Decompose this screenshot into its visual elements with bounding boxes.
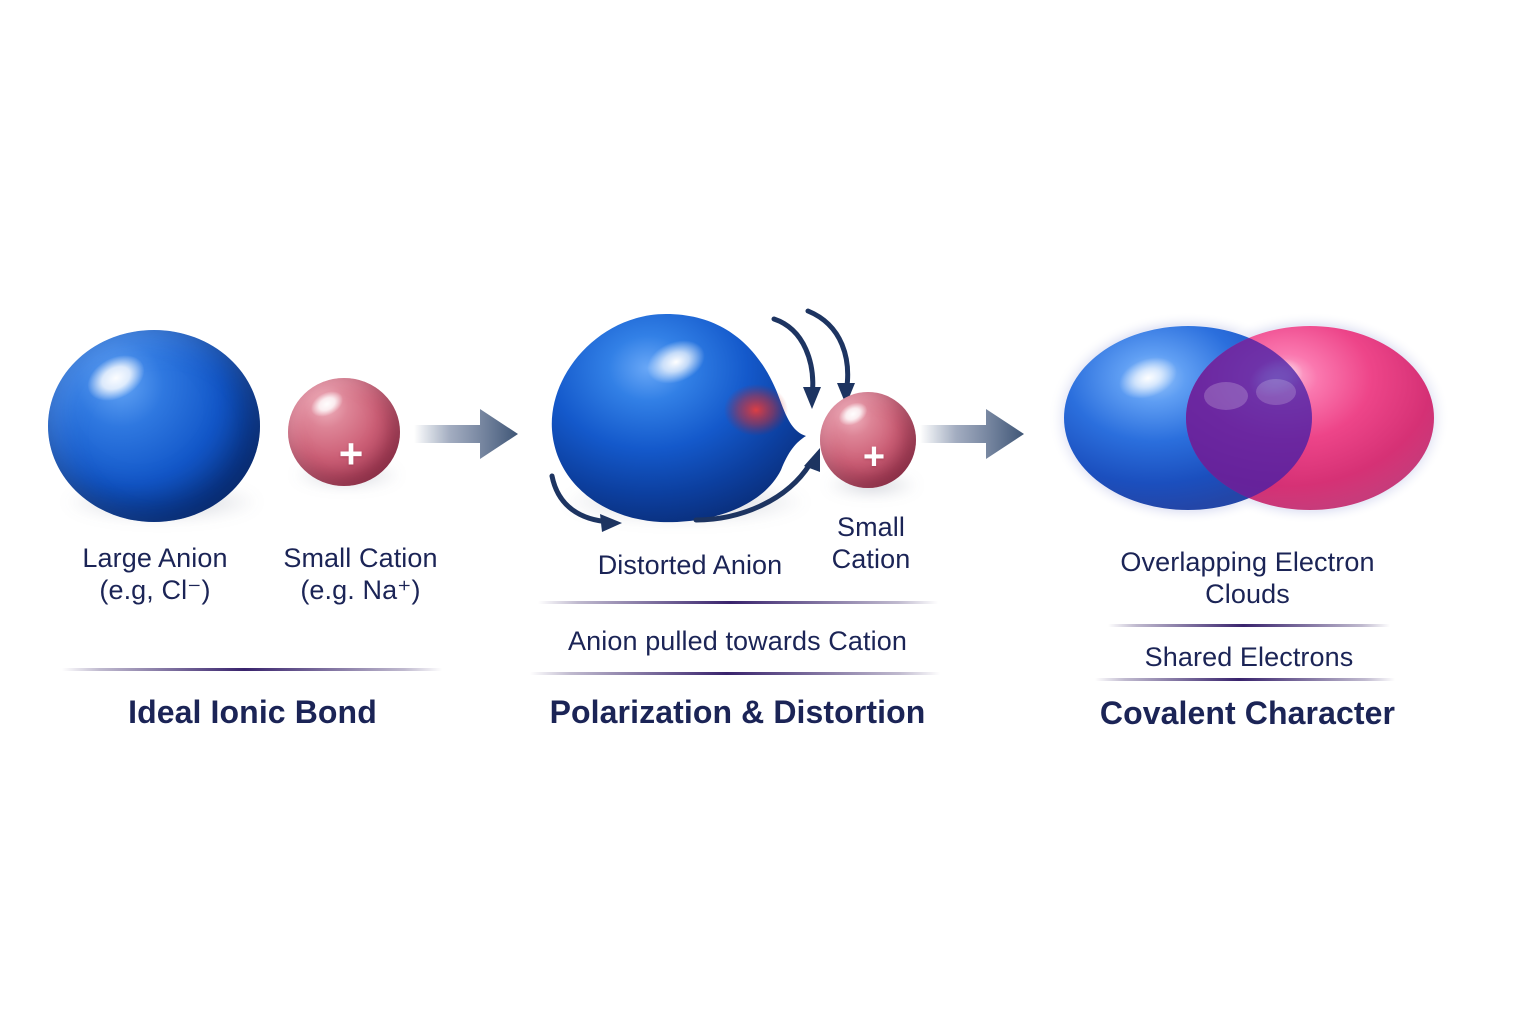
- divider-panel-3-upper: [1108, 624, 1390, 627]
- polarization-caption: Anion pulled towards Cation: [568, 626, 907, 656]
- small-cation-label-2: Small Cation: [831, 512, 911, 574]
- divider-panel-2-lower: [530, 672, 940, 675]
- transition-arrow-2: [918, 398, 1028, 470]
- overlapping-electron-clouds: [1048, 300, 1450, 540]
- large-anion-label: Large Anion (e.g, Cl⁻): [82, 543, 228, 605]
- pull-arrow-bottom-right: [690, 420, 850, 530]
- cation-highlight-2: [835, 398, 871, 430]
- small-cation-sphere: +: [288, 378, 400, 486]
- pull-arrows-top: [760, 305, 890, 425]
- distorted-anion-label: Distorted Anion: [597, 550, 783, 580]
- cation-highlight-1: [306, 386, 348, 422]
- polarization-red-marker: [724, 384, 788, 436]
- overlap-region: [1186, 326, 1312, 510]
- panel-3-title: Covalent Character: [1099, 695, 1396, 731]
- transition-arrow-1: [412, 398, 522, 470]
- cation-charge-symbol-2: +: [862, 436, 886, 478]
- divider-panel-3-lower: [1095, 678, 1395, 681]
- overlapping-clouds-label: Overlapping Electron Clouds: [1120, 547, 1375, 609]
- pull-arrow-bottom-left: [548, 470, 658, 536]
- anion-highlight-1: [80, 346, 152, 410]
- shared-electrons-caption: Shared Electrons: [1144, 642, 1354, 672]
- panel-2-title: Polarization & Distortion: [549, 694, 926, 730]
- cation-charge-symbol: +: [338, 430, 364, 477]
- large-anion-sphere: [48, 330, 260, 522]
- small-cation-sphere-2: +: [820, 392, 916, 488]
- divider-panel-1: [62, 668, 442, 671]
- distorted-anion-shape: [548, 310, 838, 530]
- panel-1-title: Ideal Ionic Bond: [128, 694, 377, 730]
- small-cation-label: Small Cation (e.g. Na⁺): [283, 543, 438, 605]
- divider-panel-2-upper: [538, 601, 938, 604]
